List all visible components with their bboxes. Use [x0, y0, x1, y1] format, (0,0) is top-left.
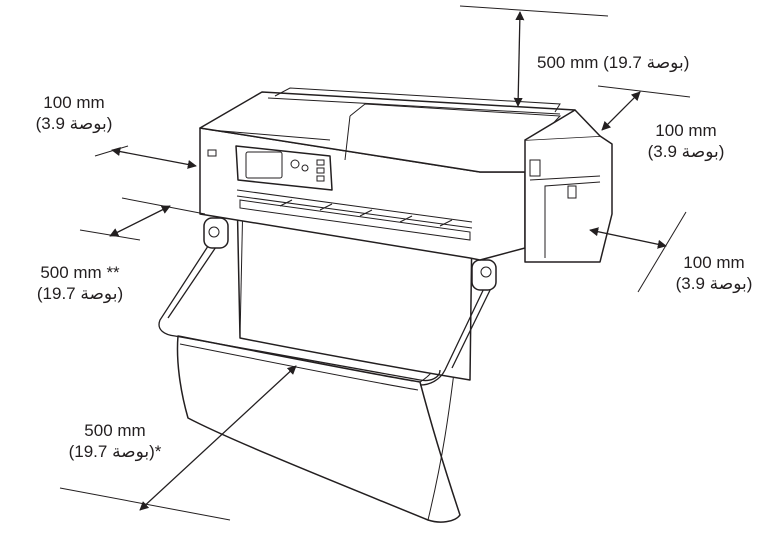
dimension-label-right-lower: 100 mm (3.9 بوصة) — [675, 253, 753, 293]
dimension-label-left: 100 mm (3.9 بوصة) — [35, 93, 113, 133]
dimension-label-top: 500 mm (19.7 بوصة) — [537, 53, 690, 72]
printer-illustration — [158, 87, 613, 523]
control-panel — [235, 145, 333, 191]
dimension-lines — [59, 5, 691, 521]
dimension-label-front-left: 500 mm ** (19.7 بوصة) — [36, 263, 124, 303]
touch-screen — [245, 151, 283, 179]
dimension-label-front-bottom: 500 mm (19.7 بوصة)* — [68, 421, 162, 461]
power-button-icon — [207, 149, 217, 157]
dimension-label-right: 100 mm (3.9 بوصة) — [647, 121, 725, 161]
